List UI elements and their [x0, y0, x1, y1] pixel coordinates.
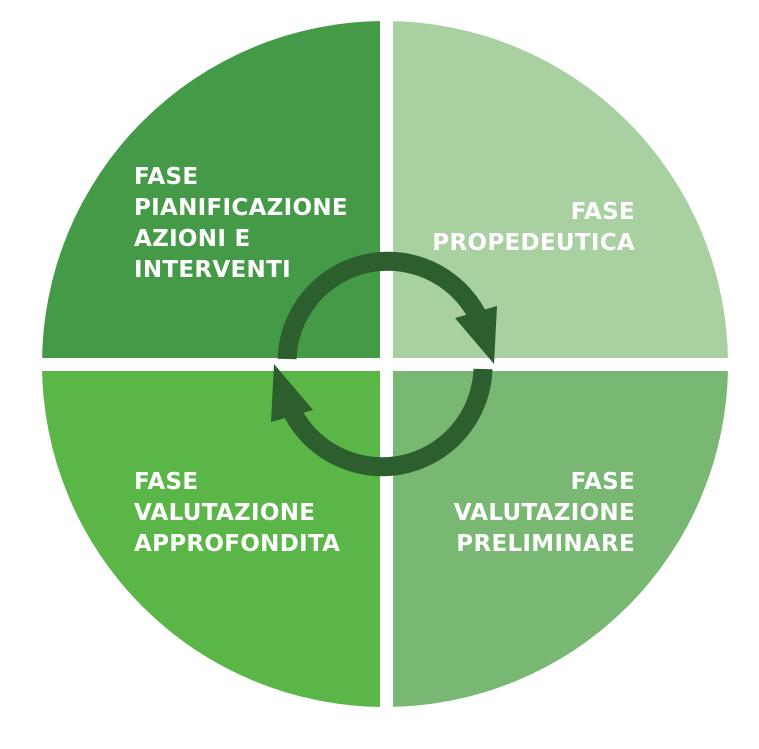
phase-label-bottom-left: FASE VALUTAZIONE APPROFONDITA	[134, 469, 341, 557]
quadrant-bottom-right	[393, 371, 728, 707]
cycle-arc-bottom	[280, 368, 493, 477]
cycle-arrows-icon	[271, 251, 497, 477]
phase-label-top-right: FASE PROPEDEUTICA	[432, 199, 635, 256]
arrowhead-right	[455, 306, 497, 364]
quadrant-top-right	[393, 21, 728, 358]
quadrant-bottom-left	[42, 371, 380, 707]
phase-label-bottom-right: FASE VALUTAZIONE PRELIMINARE	[453, 469, 635, 557]
cycle-arc-top	[277, 251, 490, 360]
arrowhead-left	[271, 364, 313, 422]
phase-label-top-left: FASE PIANIFICAZIONE AZIONI E INTERVENTI	[134, 164, 348, 283]
